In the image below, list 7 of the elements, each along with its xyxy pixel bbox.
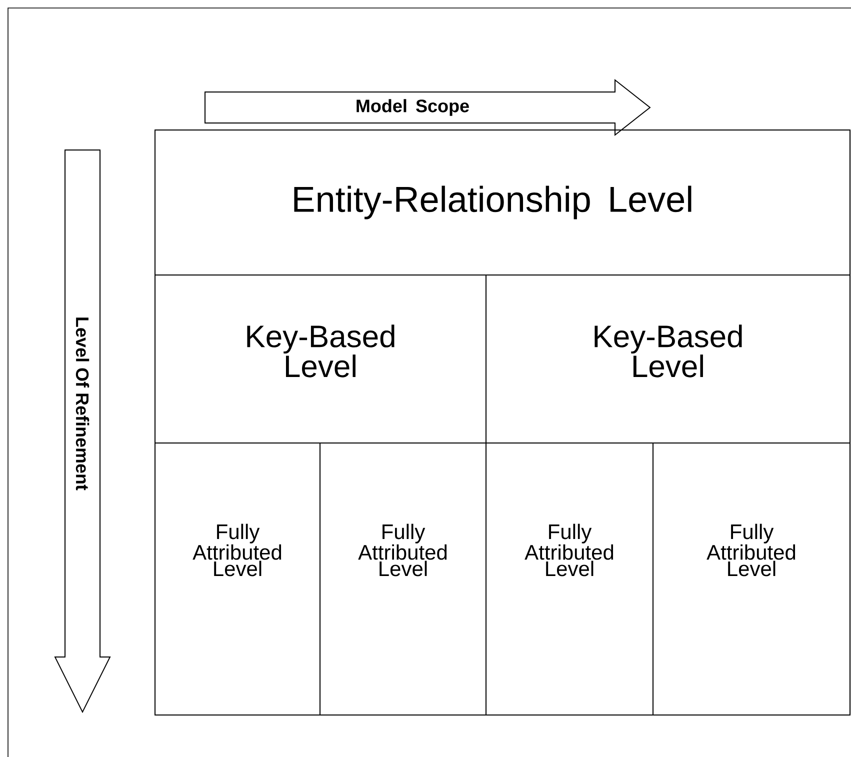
level-cell: Entity-Relationship Level [154,130,850,276]
level-cell: Fully Attributed Level [320,442,486,716]
level-cell: Fully Attributed Level [652,442,850,716]
level-cell: Fully Attributed Level [154,442,320,716]
level-cell: Key-Based Level [154,274,486,444]
level-cell: Fully Attributed Level [486,442,654,716]
level-cell: Key-Based Level [486,274,850,444]
